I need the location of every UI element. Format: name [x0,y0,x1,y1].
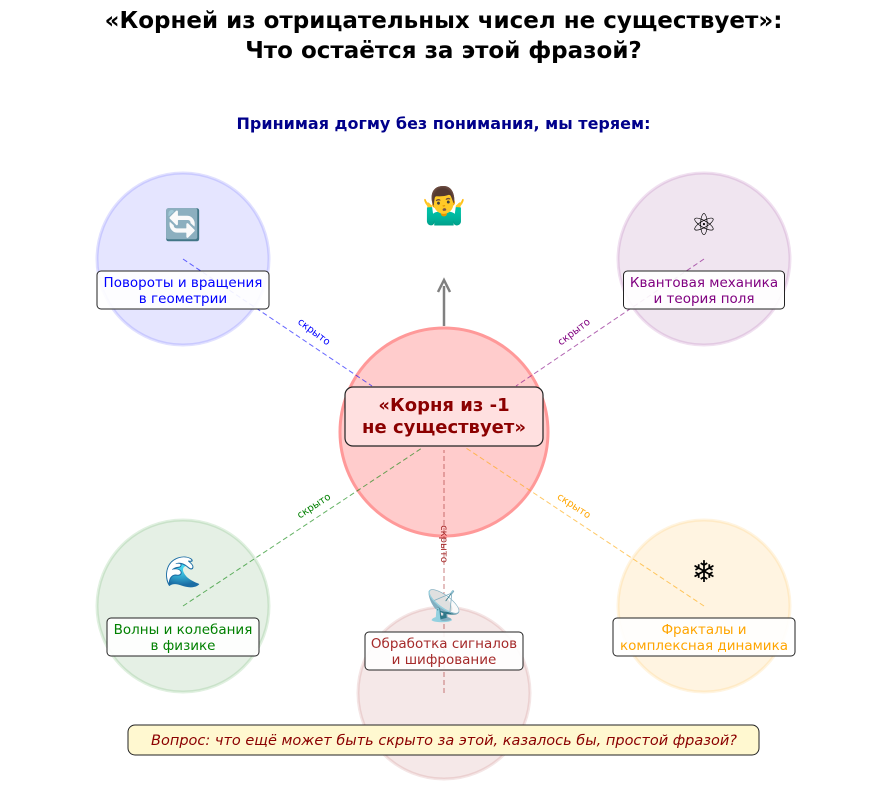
topic-label-box [364,631,524,671]
topic-icon: 📡 [425,586,462,624]
center-line2: не существует» [362,417,526,438]
topic-label-line1: Фракталы и [661,622,746,638]
topic-label-box [96,270,270,310]
subtitle: Принимая догму без понимания, мы теряем: [236,114,651,133]
topic-icon: ⚛ [691,208,718,243]
question-text: Вопрос: что ещё может быть скрыто за это… [151,733,737,749]
topic-icon: 🔄 [164,207,201,243]
hidden-label: скрыто [295,317,332,348]
topic-label-box [612,617,796,657]
hidden-link [182,258,373,387]
title-line-2: Что остаётся за этой фразой? [245,38,642,64]
topic-label-line2: и шифрование [392,652,497,668]
topic-label-line2: и теория поля [653,291,754,307]
topic-label-box [623,270,785,310]
question-box [127,724,760,756]
title: «Корней из отрицательных чисел не сущест… [0,6,887,66]
hidden-label: скрыто [438,525,449,563]
center-label-box [344,386,544,447]
center-line1: «Корня из -1 [378,395,509,416]
topic-label-line1: Волны и колебания [114,622,253,638]
shrug-icon: 🤷‍♂️ [422,184,467,227]
topic-label-line1: Обработка сигналов [371,636,517,652]
topic-label-line1: Квантовая механика [630,275,778,291]
hidden-label: скрыто [555,492,593,522]
topic-label-line2: комплексная динамика [620,638,788,654]
topic-label-line2: в физике [151,638,216,654]
topic-label-line1: Повороты и вращения [104,275,263,291]
topic-label-line2: в геометрии [139,291,227,307]
hidden-label: скрыто [556,317,593,348]
topic-label-box [106,617,260,657]
title-line-1: «Корней из отрицательных чисел не сущест… [104,8,783,34]
topic-icon: ❄ [691,555,716,590]
hidden-link [515,258,705,387]
topic-icon: 🌊 [164,554,201,590]
hidden-label: скрыто [295,492,333,522]
arrow-head [436,277,452,293]
